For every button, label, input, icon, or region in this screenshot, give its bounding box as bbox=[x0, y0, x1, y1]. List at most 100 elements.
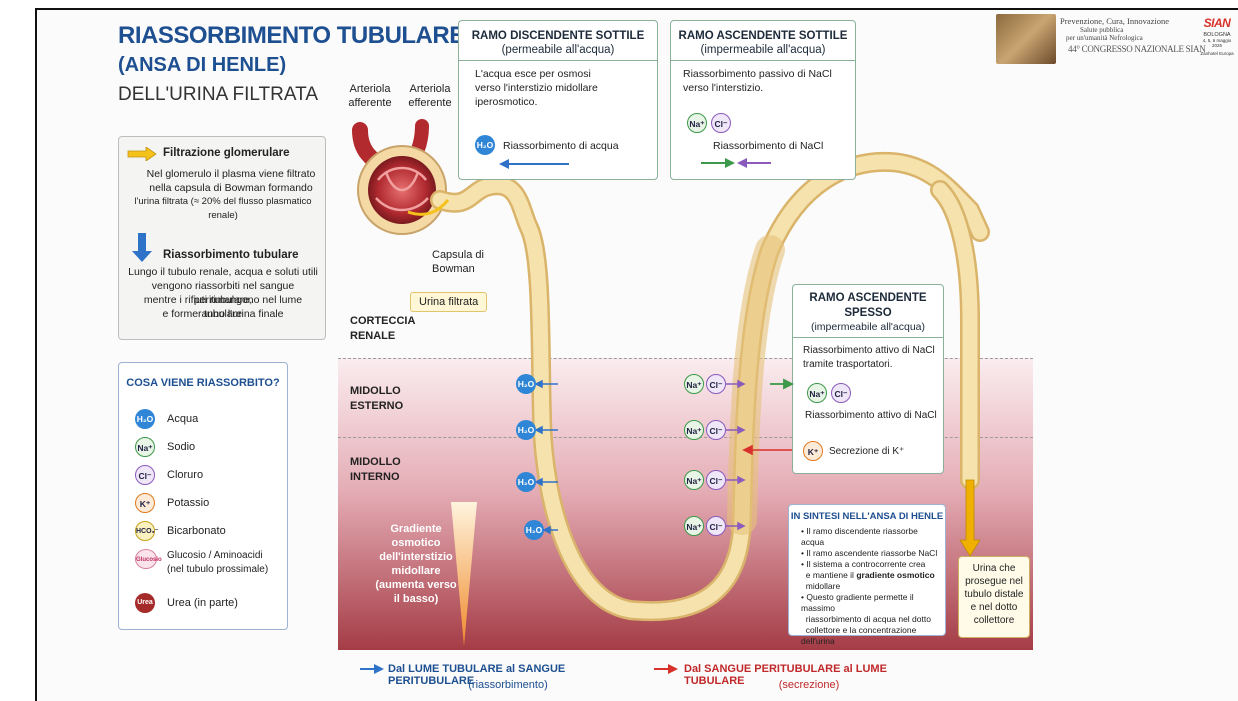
blue-arrow-icon bbox=[499, 159, 569, 169]
congress-photo bbox=[996, 14, 1056, 64]
chloride-icon: Cl⁻ bbox=[831, 383, 851, 403]
page-title: RIASSORBIMENTO TUBULARE bbox=[118, 22, 465, 50]
ascending-thin-title: RAMO ASCENDENTE SOTTILE bbox=[671, 29, 855, 44]
reabs-text-4: e formeranno l'urina finale bbox=[125, 307, 321, 321]
red-arrow-icon bbox=[654, 664, 678, 674]
congress-number: 44° CONGRESSO NAZIONALE SIAN bbox=[1068, 44, 1205, 54]
h2o-icon: H₂O bbox=[516, 472, 536, 492]
sian-logo: SIAN BOLOGNA 4, 5, 6 maggio 2026 Zanhote… bbox=[1198, 16, 1236, 64]
exit-line-5: collettore bbox=[959, 614, 1029, 627]
h2o-icon: H₂O bbox=[516, 420, 536, 440]
sodium-icon: Na⁺ bbox=[684, 516, 704, 536]
sodium-icon: Na⁺ bbox=[135, 437, 155, 457]
filtration-text-3: l'urina filtrata (≈ 20% del flusso plasm… bbox=[123, 195, 323, 223]
filtration-box: Filtrazione glomerulare Nel glomerulo il… bbox=[118, 136, 326, 340]
legend-label-potassio: Potassio bbox=[167, 497, 209, 509]
descending-text-3: iperosmotico. bbox=[459, 95, 657, 109]
urina-filtrata-tag: Urina filtrata bbox=[410, 292, 487, 312]
sian-brand: SIAN bbox=[1198, 16, 1236, 30]
exit-line-1: Urina che bbox=[959, 562, 1029, 575]
descending-text-2: verso l'interstizio midollare bbox=[459, 81, 657, 95]
filtration-text-2: nella capsula di Bowman formando bbox=[141, 181, 321, 195]
bicarbonate-icon: HCO₃⁻ bbox=[135, 521, 155, 541]
urea-icon: Urea bbox=[135, 593, 155, 613]
reabs-title: Riassorbimento tubulare bbox=[163, 249, 298, 261]
descending-ion-label: Riassorbimento di acqua bbox=[503, 139, 619, 153]
exit-line-3: tubulo distale bbox=[959, 588, 1029, 601]
summary-bullet-4: • Questo gradiente permette il massimo r… bbox=[801, 592, 939, 647]
ascending-thick-title: RAMO ASCENDENTE SPESSO bbox=[793, 291, 943, 321]
sian-venue: Zanhotel Europa bbox=[1198, 51, 1236, 56]
sodium-icon: Na⁺ bbox=[684, 470, 704, 490]
sodium-icon: Na⁺ bbox=[684, 420, 704, 440]
summary-bullet-2: • Il ramo ascendente riassorbe NaCl bbox=[801, 548, 939, 559]
chloride-icon: Cl⁻ bbox=[706, 470, 726, 490]
legend-title: COSA VIENE RIASSORBITO? bbox=[119, 377, 287, 389]
chloride-icon: Cl⁻ bbox=[706, 516, 726, 536]
chloride-icon: Cl⁻ bbox=[706, 374, 726, 394]
page-subtitle-2: DELL'URINA FILTRATA bbox=[118, 84, 318, 106]
blue-legend-sub: (riassorbimento) bbox=[388, 679, 628, 691]
chloride-icon: Cl⁻ bbox=[706, 420, 726, 440]
potassium-icon: K⁺ bbox=[135, 493, 155, 513]
label-arteriola-afferente: Arteriola afferente bbox=[340, 82, 400, 110]
congress-line3: per un'umanità Nefrologica bbox=[1066, 34, 1143, 42]
h2o-icon: H₂O bbox=[135, 409, 155, 429]
ascending-thick-text-1: Riassorbimento attivo di NaCl bbox=[793, 344, 943, 358]
potassium-icon: K⁺ bbox=[803, 441, 823, 461]
sodium-icon: Na⁺ bbox=[687, 113, 707, 133]
label-arteriola-efferente: Arteriola efferente bbox=[400, 82, 460, 110]
summary-bullet-1: • Il ramo discendente riassorbe acqua bbox=[801, 526, 939, 548]
legend-label-acqua: Acqua bbox=[167, 413, 198, 425]
exit-arrow bbox=[960, 480, 980, 556]
ascending-thick-ion-label: Riassorbimento attivo di NaCl bbox=[805, 409, 937, 423]
ascending-thick-k-label: Secrezione di K⁺ bbox=[829, 445, 904, 459]
chloride-icon: Cl⁻ bbox=[135, 465, 155, 485]
legend-label-glucosio-note: (nel tubulo prossimale) bbox=[167, 564, 268, 575]
legend-label-sodio: Sodio bbox=[167, 441, 195, 453]
ascending-thick-text-2: tramite trasportatori. bbox=[793, 358, 943, 372]
glucose-icon: Glucosio bbox=[135, 549, 157, 569]
descending-box: RAMO DISCENDENTE SOTTILE (permeabile all… bbox=[458, 20, 658, 180]
summary-bullet-3: • Il sistema a controcorrente crea e man… bbox=[801, 559, 939, 592]
legend-box: COSA VIENE RIASSORBITO? H₂O Acqua Na⁺ So… bbox=[118, 362, 288, 630]
summary-box: IN SINTESI NELL'ANSA DI HENLE • Il ramo … bbox=[788, 504, 946, 636]
ascending-thin-subtitle: (impermeabile all'acqua) bbox=[671, 44, 855, 56]
ascending-thin-text-2: verso l'interstizio. bbox=[671, 81, 855, 95]
ascending-thick-subtitle: (impermeabile all'acqua) bbox=[793, 321, 943, 333]
congress-line1: Prevenzione, Cura, Innovazione bbox=[1060, 16, 1169, 26]
filtration-text-1: Nel glomerulo il plasma viene filtrato bbox=[141, 167, 321, 181]
congress-logo: Prevenzione, Cura, Innovazione Salute pu… bbox=[996, 14, 1164, 66]
descending-blue-arrows bbox=[536, 378, 558, 538]
legend-label-cloruro: Cloruro bbox=[167, 469, 203, 481]
label-capsula: Capsula di Bowman bbox=[432, 248, 496, 276]
legend-label-glucosio: Glucosio / Aminoacidi bbox=[167, 550, 263, 561]
sodium-icon: Na⁺ bbox=[807, 383, 827, 403]
congress-line2: Salute pubblica bbox=[1080, 26, 1123, 34]
ascending-thin-box: RAMO ASCENDENTE SOTTILE (impermeabile al… bbox=[670, 20, 856, 180]
down-arrow-icon bbox=[131, 233, 153, 268]
blue-arrow-icon bbox=[360, 664, 384, 674]
ascending-thin-ion-label: Riassorbimento di NaCl bbox=[713, 139, 823, 153]
ascending-thick-box: RAMO ASCENDENTE SPESSO (impermeabile all… bbox=[792, 284, 944, 474]
ascending-purple-arrows bbox=[726, 378, 796, 538]
descending-text-1: L'acqua esce per osmosi bbox=[459, 67, 657, 81]
h2o-icon: H₂O bbox=[475, 135, 495, 155]
legend-label-urea: Urea (in parte) bbox=[167, 597, 238, 609]
red-legend-sub: (secrezione) bbox=[684, 679, 934, 691]
reabs-text-1: Lungo il tubulo renale, acqua e soluti u… bbox=[125, 265, 321, 279]
sian-dates: 4, 5, 6 maggio 2026 bbox=[1198, 38, 1236, 48]
green-purple-arrows-icon bbox=[701, 157, 771, 169]
exit-box: Urina che prosegue nel tubulo distale e … bbox=[958, 556, 1030, 638]
filtration-title: Filtrazione glomerulare bbox=[163, 147, 290, 159]
exit-line-4: e nel dotto bbox=[959, 601, 1029, 614]
legend-label-bicarbonato: Bicarbonato bbox=[167, 525, 226, 537]
yellow-arrow-icon bbox=[127, 147, 157, 166]
descending-subtitle: (permeabile all'acqua) bbox=[459, 44, 657, 56]
page-subtitle: (ANSA DI HENLE) bbox=[118, 54, 286, 77]
descending-title: RAMO DISCENDENTE SOTTILE bbox=[459, 29, 657, 44]
sodium-icon: Na⁺ bbox=[684, 374, 704, 394]
chloride-icon: Cl⁻ bbox=[711, 113, 731, 133]
summary-title: IN SINTESI NELL'ANSA DI HENLE bbox=[789, 511, 945, 522]
ascending-thin-text-1: Riassorbimento passivo di NaCl bbox=[671, 67, 855, 81]
